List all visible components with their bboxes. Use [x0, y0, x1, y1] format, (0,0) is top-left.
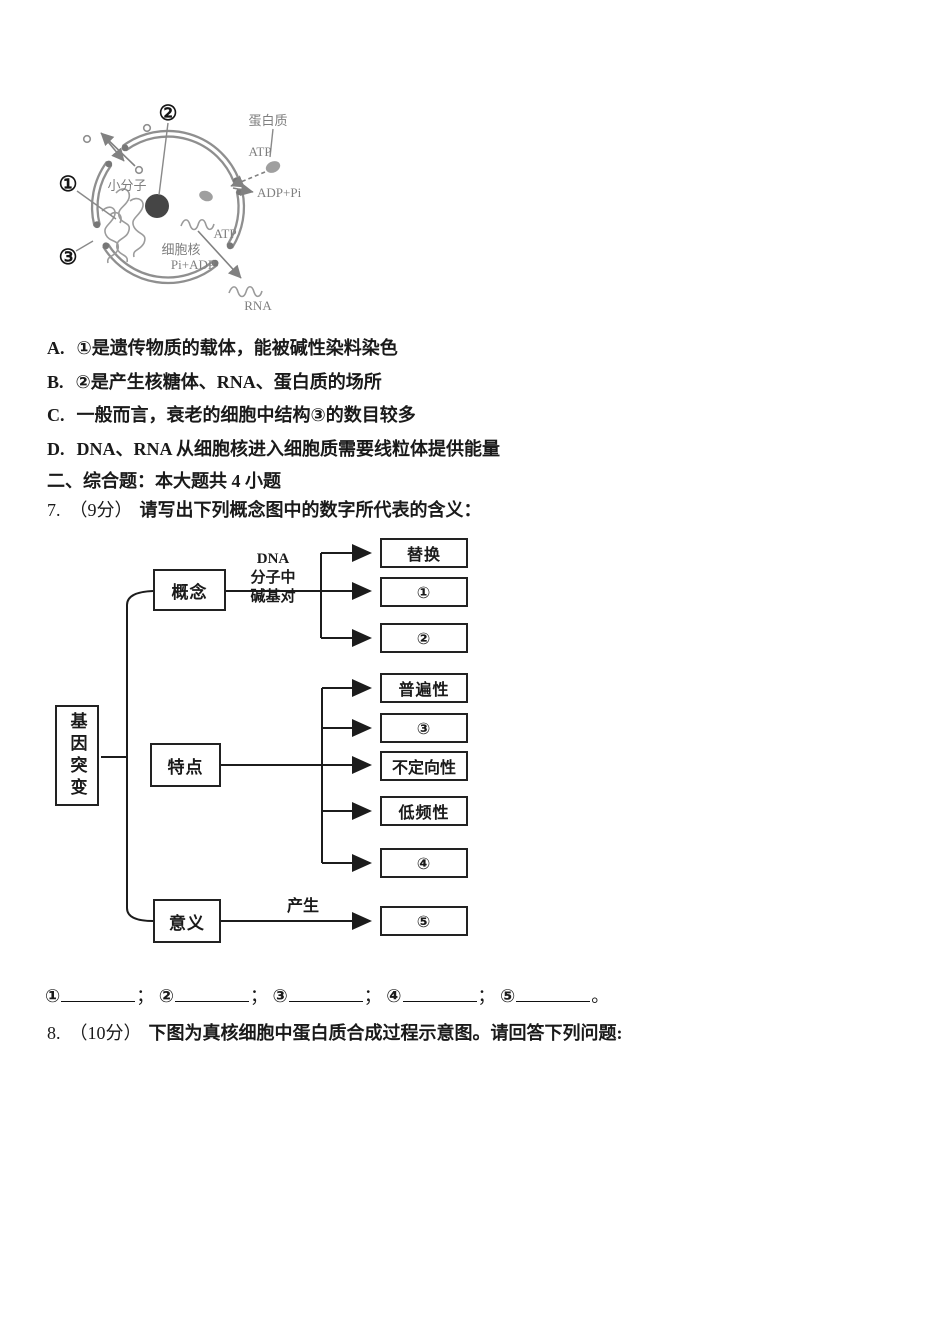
protein-blob-inside — [199, 190, 213, 202]
leader-lines — [75, 122, 274, 252]
option-b-text: ②是产生核糖体、RNA、蛋白质的场所 — [75, 372, 382, 392]
separator-2: ； — [250, 986, 268, 1006]
option-b: B. ②是产生核糖体、RNA、蛋白质的场所 — [47, 368, 382, 394]
dna-edge-line3: 碱基对 — [250, 589, 296, 605]
option-a-text: ①是遗传物质的载体，能被碱性染料染色 — [76, 338, 398, 358]
question7-score: （9分） — [69, 500, 133, 520]
question7-stem: 7. （9分） 请写出下列概念图中的数字所代表的含义： — [47, 496, 482, 522]
option-d-text: DNA、RNA 从细胞核进入细胞质需要线粒体提供能量 — [76, 439, 501, 459]
question7-number: 7. — [47, 500, 61, 520]
leaf-lowfreq: 低频性 — [380, 796, 468, 826]
nuclear-pores — [93, 144, 244, 267]
produce-edge-label: 产生 — [286, 898, 319, 915]
leaf-2: ② — [380, 623, 468, 653]
dna-edge-label: DNA 分子中 碱基对 — [232, 550, 314, 607]
node-feature: 特点 — [150, 743, 221, 787]
chromatin — [101, 188, 146, 264]
atp-bottom-label: ATP — [213, 226, 236, 241]
option-d: D. DNA、RNA 从细胞核进入细胞质需要线粒体提供能量 — [47, 435, 500, 461]
separator-1: ； — [136, 986, 155, 1006]
blank-3-line — [288, 982, 363, 1002]
rna-strand-outside — [228, 285, 263, 298]
section-heading: 二、综合题：本大题共 4 小题 — [47, 471, 281, 491]
option-a: A. ①是遗传物质的载体，能被碱性染料染色 — [47, 334, 398, 360]
leaf-3: ③ — [380, 713, 468, 743]
nucleus-diagram: ① ② ③ 蛋白质 ATP ADP+Pi 小分子 细胞核 Pi+ADP ATP … — [59, 101, 302, 313]
leaf-nondirectional: 不定向性 — [380, 751, 468, 781]
nuclear-envelope — [90, 129, 246, 285]
concept-map-connectors — [101, 544, 372, 930]
pi-adp-label: Pi+ADP — [171, 257, 215, 272]
structure-1-number: ① — [59, 172, 78, 196]
leaf-universal: 普遍性 — [380, 673, 468, 703]
protein-import — [199, 161, 281, 202]
question8-stem: 8. （10分） 下图为真核细胞中蛋白质合成过程示意图。请回答下列问题: — [47, 1019, 623, 1045]
option-c-letter: C. — [47, 405, 65, 425]
root-node-gene-mutation: 基因突变 — [55, 705, 99, 806]
protein-blob-outside — [265, 161, 281, 173]
protein-label: 蛋白质 — [248, 113, 287, 128]
structure-3-number: ③ — [59, 245, 78, 269]
node-concept: 概念 — [153, 569, 226, 611]
option-c-text: 一般而言，衰老的细胞中结构③的数目较多 — [76, 405, 416, 425]
separator-3: ； — [363, 986, 382, 1006]
small-molecule-arrows — [82, 123, 152, 175]
leaf-1: ① — [380, 577, 468, 607]
option-c: C. 一般而言，衰老的细胞中结构③的数目较多 — [47, 401, 416, 427]
nucleus-label: 细胞核 — [161, 242, 200, 257]
question8-text: 下图为真核细胞中蛋白质合成过程示意图。请回答下列问题: — [148, 1023, 623, 1043]
option-b-letter: B. — [47, 372, 64, 392]
rna-strand-inside — [180, 218, 215, 231]
nucleolus — [145, 194, 169, 218]
adp-pi-label: ADP+Pi — [257, 185, 302, 200]
answer-blanks-row: ①； ②； ③； ④； ⑤。 — [45, 982, 609, 1008]
atp-right-label: ATP — [248, 144, 271, 159]
blank-2-line — [175, 982, 249, 1002]
option-a-letter: A. — [47, 338, 65, 358]
leaf-substitution: 替换 — [380, 538, 468, 568]
blank-2-number: ② — [158, 986, 174, 1007]
question7-text: 请写出下列概念图中的数字所代表的含义： — [139, 500, 482, 520]
dna-edge-line2: 分子中 — [250, 570, 296, 586]
blank-4-line — [402, 982, 477, 1002]
structure-2-number: ② — [159, 101, 178, 125]
blank-1-number: ① — [45, 986, 61, 1007]
end-mark: 。 — [591, 986, 610, 1006]
blank-5-line — [516, 982, 591, 1002]
blank-4-number: ④ — [386, 986, 402, 1007]
rna-export — [180, 218, 263, 298]
question8-number: 8. — [47, 1023, 61, 1043]
concept-map: 基因突变 概念 特点 意义 DNA 分子中 碱基对 产生 替换 ① ② 普遍性 … — [40, 520, 500, 952]
separator-4: ； — [477, 986, 496, 1006]
small-molecules-label: 小分子 — [107, 178, 146, 193]
question8-score: （10分） — [69, 1023, 142, 1043]
leaf-4: ④ — [380, 848, 468, 878]
dna-edge-line1: DNA — [256, 551, 290, 567]
blank-1-line — [61, 982, 136, 1002]
node-meaning: 意义 — [153, 899, 221, 943]
blank-3-number: ③ — [272, 986, 288, 1007]
blank-5-number: ⑤ — [500, 986, 516, 1007]
option-d-letter: D. — [47, 439, 65, 459]
leaf-5: ⑤ — [380, 906, 468, 936]
rna-label: RNA — [244, 298, 272, 313]
